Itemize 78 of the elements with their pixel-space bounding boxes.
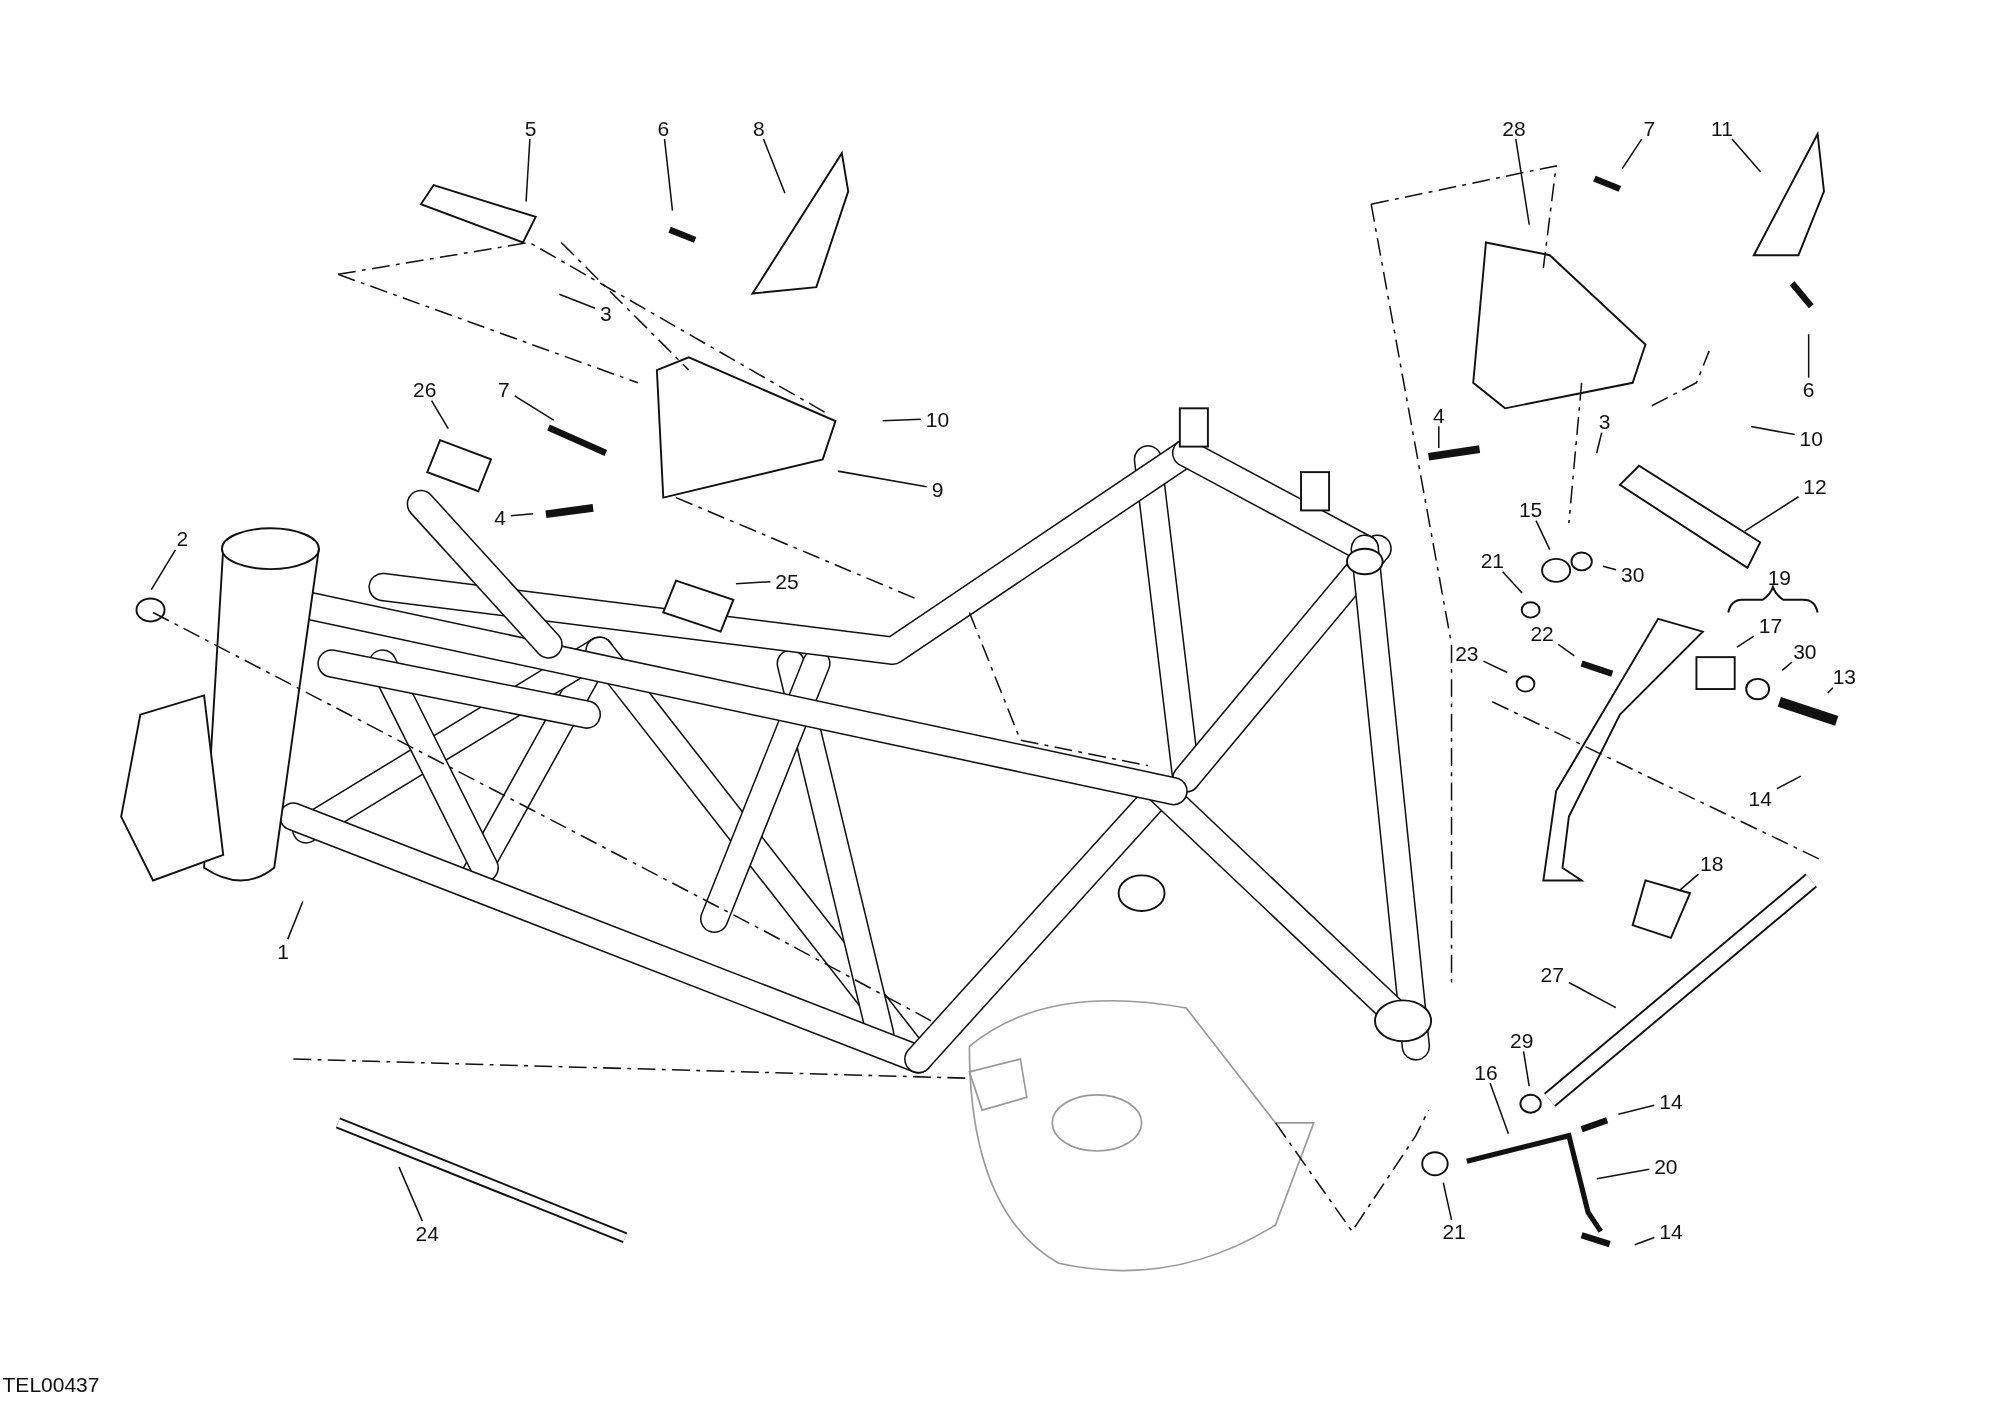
callout-number: 30	[1620, 563, 1645, 585]
leader-line	[1776, 775, 1802, 790]
leader-line	[1633, 1236, 1656, 1246]
callout-number: 3	[600, 302, 612, 324]
callout-number: 1	[277, 940, 289, 962]
leader-line	[1781, 661, 1793, 672]
leader-line	[1679, 873, 1700, 891]
leader-line	[1535, 519, 1551, 551]
callout-number: 19	[1767, 566, 1791, 588]
callout-number: 6	[1802, 378, 1815, 400]
leader-line	[1744, 496, 1800, 532]
callout-number: 28	[1502, 117, 1526, 139]
leader-line	[1826, 687, 1834, 694]
leader-line	[513, 395, 555, 421]
callout-number: 25	[775, 570, 799, 592]
callout-number: 15	[1518, 498, 1543, 520]
callout-number: 10	[925, 408, 950, 430]
callout-number: 14	[1659, 1220, 1683, 1242]
callout-number: 11	[1711, 117, 1733, 139]
leader-line	[1482, 660, 1508, 674]
callout-number: 14	[1659, 1090, 1683, 1112]
callout-number: 10	[1799, 427, 1823, 449]
leader-line	[430, 399, 449, 430]
leader-line	[881, 418, 922, 422]
callout-number: 7	[497, 378, 510, 400]
callout-number: 14	[1748, 787, 1772, 808]
drawing-code: TEL00437	[2, 1373, 100, 1395]
leader-line	[150, 549, 177, 591]
callout-number: 21	[1442, 1220, 1466, 1242]
leader-line	[1807, 333, 1810, 379]
leader-line	[287, 900, 304, 940]
leader-line	[1602, 565, 1617, 571]
callout-number: 7	[1643, 117, 1656, 139]
leader-line	[1750, 425, 1796, 436]
leader-line	[1595, 431, 1603, 454]
leader-line	[1522, 1050, 1530, 1087]
callout-number: 20	[1654, 1155, 1678, 1177]
callout-number: 18	[1700, 852, 1724, 874]
callout-number: 24	[415, 1222, 439, 1244]
callout-number: 9	[931, 478, 944, 500]
leader-line	[1515, 138, 1530, 226]
leader-line	[1442, 1181, 1453, 1221]
leader-line	[1501, 570, 1523, 594]
leader-line	[663, 138, 674, 212]
callout-number: 30	[1793, 640, 1817, 662]
callout-number: 6	[657, 117, 670, 139]
leader-line	[398, 1166, 424, 1222]
leader-line	[1596, 1168, 1650, 1180]
callout-number: 27	[1540, 963, 1564, 985]
callout-number: 3	[1598, 410, 1611, 432]
callout-number: 23	[1455, 642, 1479, 664]
callout-number: 2	[176, 527, 189, 549]
callout-number: 4	[494, 506, 506, 528]
leader-line	[525, 138, 531, 203]
callout-number: 21	[1480, 549, 1504, 571]
leader-line	[1736, 635, 1755, 648]
leader-line	[1731, 138, 1762, 173]
callout-number: 16	[1474, 1061, 1498, 1083]
leader-line	[1621, 138, 1643, 170]
callout-number: 26	[413, 378, 437, 400]
callout-number: 29	[1510, 1029, 1534, 1051]
leader-line	[1617, 1104, 1656, 1116]
callout-number: 13	[1832, 665, 1857, 687]
leader-line	[558, 293, 596, 310]
leader-line	[1557, 643, 1576, 657]
callout-number: 12	[1803, 475, 1827, 497]
leader-line	[1568, 981, 1617, 1009]
callout-number: 8	[753, 117, 765, 139]
leader-line	[735, 580, 772, 585]
leader-line	[762, 138, 786, 195]
callout-number: 17	[1758, 614, 1783, 636]
callout-number: 4	[1432, 404, 1445, 426]
leader-line	[837, 470, 928, 488]
callout-number: 5	[524, 117, 537, 139]
leader-line	[1438, 425, 1440, 449]
callout-number: 22	[1530, 622, 1554, 644]
leader-line	[510, 513, 534, 517]
leader-line	[1489, 1082, 1510, 1135]
